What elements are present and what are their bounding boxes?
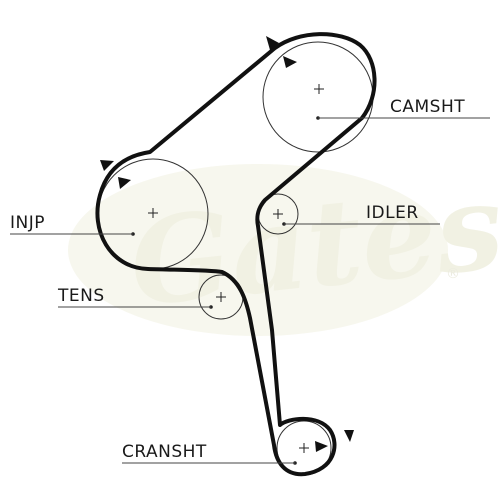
belt-direction-arrow-left-inner [118, 177, 131, 189]
camshaft-pulley-circle [262, 41, 374, 153]
camshaft-label: CAMSHT [390, 97, 465, 117]
crankshaft-direction-arrow-inner [315, 441, 328, 452]
injection-pump-label: INJP [10, 213, 45, 233]
timing-belt [95, 32, 377, 477]
camshaft-pulley [262, 41, 374, 153]
belt-direction-arrow-top-inner [283, 56, 297, 68]
crankshaft-direction-arrow-outer [344, 430, 354, 442]
belt-direction-arrow-left [100, 160, 114, 171]
watermark-registered-mark: ® [446, 266, 460, 282]
idler-label: IDLER [366, 203, 419, 223]
crankshaft-label: CRANSHT [122, 442, 207, 462]
watermark-oval [68, 164, 448, 336]
belt-direction-arrow-top [266, 36, 279, 50]
tensioner-label: TENS [57, 286, 105, 306]
